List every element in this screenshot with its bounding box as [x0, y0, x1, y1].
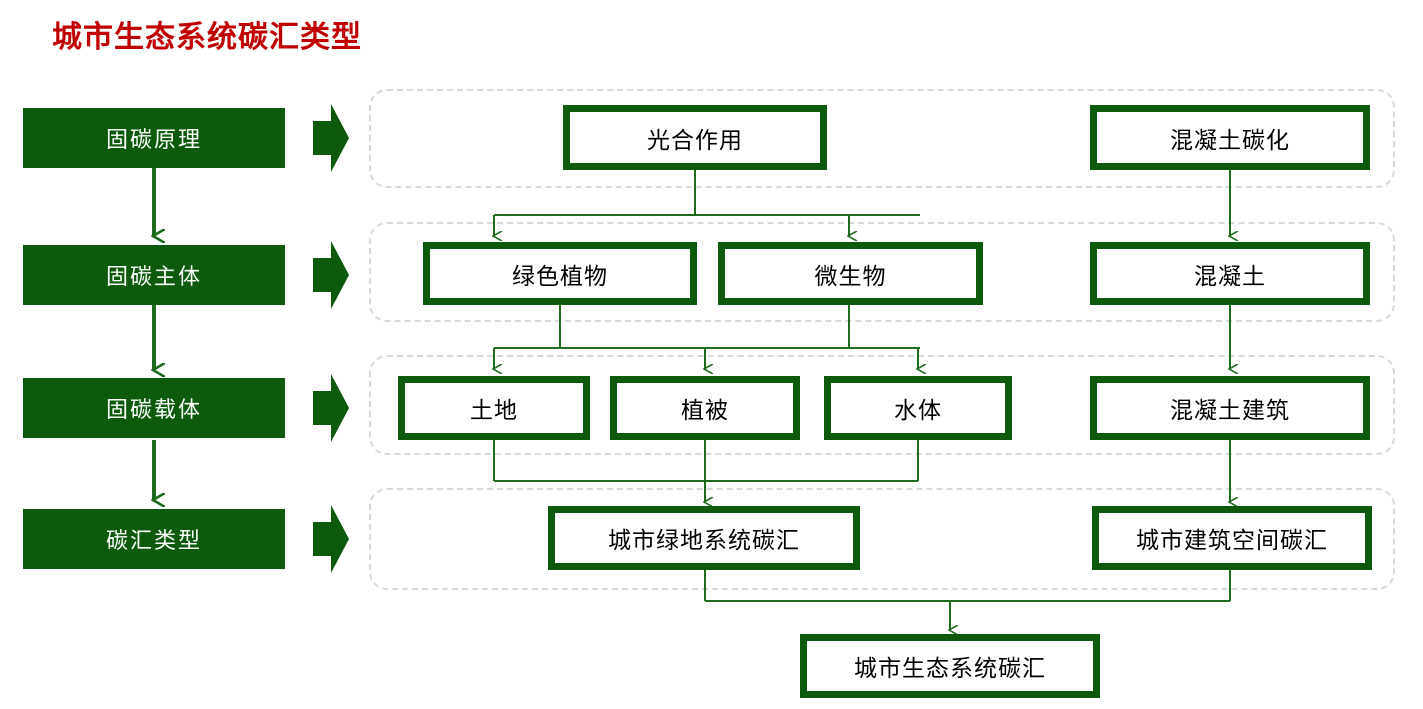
node-label: 土地 — [470, 398, 518, 424]
node-label: 城市建筑空间碳汇 — [1136, 528, 1328, 554]
node-urban-ecosystem-carbon-sink[interactable]: 城市生态系统碳汇 — [800, 634, 1100, 698]
node-label: 城市生态系统碳汇 — [854, 656, 1046, 682]
stage-label-text: 碳汇类型 — [105, 529, 202, 554]
node-green-plants[interactable]: 绿色植物 — [423, 242, 697, 305]
node-label: 微生物 — [814, 263, 887, 290]
right-arrow-icon-agent — [313, 241, 349, 309]
group-container-principle — [369, 89, 1395, 188]
node-concrete-buildings[interactable]: 混凝土建筑 — [1090, 376, 1370, 440]
node-vegetation[interactable]: 植被 — [610, 376, 800, 440]
stage-label-text: 固碳主体 — [105, 265, 202, 290]
node-photosynthesis[interactable]: 光合作用 — [563, 105, 827, 170]
node-urban-building-space-carbon-sink[interactable]: 城市建筑空间碳汇 — [1092, 506, 1372, 570]
stage-label-text: 固碳载体 — [105, 398, 202, 423]
group-container-carrier — [369, 355, 1395, 455]
node-label: 植被 — [681, 398, 729, 424]
stage-label-agent[interactable]: 固碳主体 — [23, 245, 285, 305]
stage-label-sink-type[interactable]: 碳汇类型 — [23, 509, 285, 569]
node-label: 混凝土建筑 — [1170, 398, 1290, 424]
right-arrow-icon-principle — [313, 104, 349, 172]
node-concrete[interactable]: 混凝土 — [1090, 242, 1370, 305]
right-arrow-icon-sink-type — [313, 505, 349, 573]
node-label: 光合作用 — [647, 127, 743, 154]
node-land[interactable]: 土地 — [398, 376, 590, 440]
node-label: 混凝土碳化 — [1170, 127, 1290, 154]
group-container-sink-type — [369, 488, 1395, 590]
stage-label-carrier[interactable]: 固碳载体 — [23, 378, 285, 438]
group-container-agent — [369, 222, 1395, 322]
node-urban-green-space-carbon-sink[interactable]: 城市绿地系统碳汇 — [548, 506, 860, 570]
node-water-body[interactable]: 水体 — [824, 376, 1012, 440]
stage-label-text: 固碳原理 — [105, 128, 202, 153]
node-microorganisms[interactable]: 微生物 — [718, 242, 983, 305]
node-label: 水体 — [894, 398, 942, 424]
page-title: 城市生态系统碳汇类型 — [52, 20, 362, 55]
node-label: 城市绿地系统碳汇 — [608, 528, 800, 554]
node-concrete-carbonation[interactable]: 混凝土碳化 — [1090, 105, 1370, 170]
right-arrow-icon-carrier — [313, 374, 349, 442]
node-label: 混凝土 — [1194, 263, 1266, 290]
node-label: 绿色植物 — [512, 263, 608, 290]
stage-label-principle[interactable]: 固碳原理 — [23, 108, 285, 168]
